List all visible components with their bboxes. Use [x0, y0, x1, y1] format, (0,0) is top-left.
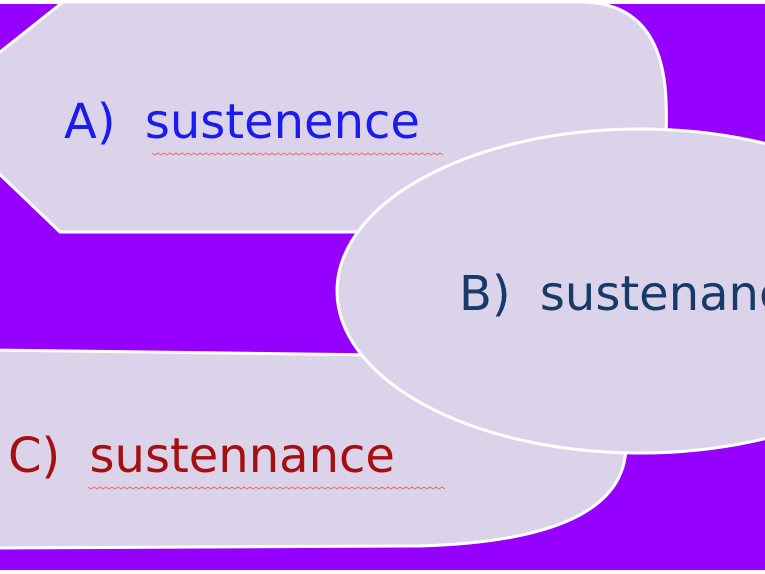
option-c-label: C) sustennance [8, 428, 395, 484]
option-a-label: A) sustenence [64, 94, 420, 150]
option-b-letter: B) [459, 266, 511, 322]
option-a-spellcheck-underline [151, 152, 444, 156]
slide-frame-top [0, 0, 765, 3]
option-b-label: B) sustenance [459, 266, 765, 322]
option-c-word: sustennance [90, 428, 395, 484]
option-b-shape[interactable] [335, 127, 765, 455]
option-a-word: sustenence [145, 94, 420, 150]
option-c-letter: C) [8, 428, 60, 484]
option-b-word: sustenance [540, 266, 765, 322]
option-b[interactable]: B) sustenance [335, 127, 765, 455]
option-c-spellcheck-underline [87, 486, 446, 490]
slide-frame-bottom [0, 571, 765, 574]
option-a-letter: A) [64, 94, 116, 150]
